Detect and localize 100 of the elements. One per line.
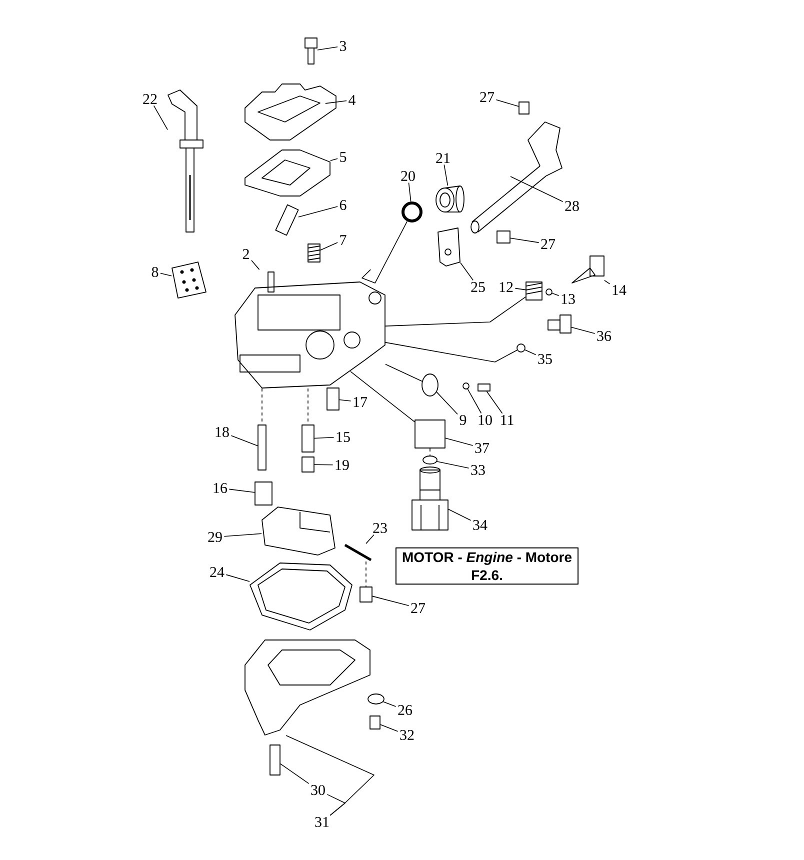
screw-drawing <box>548 314 572 334</box>
jet-drawing <box>270 744 280 776</box>
bracket-drawing <box>438 228 460 266</box>
assembly-line <box>350 371 415 422</box>
bushing-drawing <box>436 186 464 212</box>
leader-line <box>496 99 519 107</box>
callout-number: 7 <box>340 235 346 245</box>
leader-line <box>436 392 458 415</box>
plug-drawing <box>302 456 314 472</box>
callout-number: 4 <box>348 95 356 105</box>
leader-line <box>226 574 250 582</box>
callout-number: 3 <box>340 40 346 52</box>
leader-line <box>510 176 564 202</box>
ring-drawing <box>422 456 438 464</box>
callout-number: 30 <box>311 784 325 796</box>
callout-number: 18 <box>216 426 229 438</box>
leader-line <box>314 464 334 466</box>
leader-line <box>366 534 374 544</box>
block-drawing <box>414 420 446 448</box>
callout-number: 27 <box>541 239 556 249</box>
ring-drawing <box>546 288 552 296</box>
leader-line <box>317 46 338 50</box>
leader-line <box>314 437 334 439</box>
callout-number: 32 <box>400 730 414 740</box>
callout-number: 9 <box>460 414 466 426</box>
callout-number: 33 <box>471 464 485 476</box>
cylinder-drawing <box>412 466 448 530</box>
screw-drawing <box>478 384 490 392</box>
leader-line <box>372 596 410 606</box>
spring-drawing <box>308 244 320 262</box>
leader-line <box>330 158 338 162</box>
screw-drawing <box>360 586 372 602</box>
callout-number: 29 <box>208 532 222 542</box>
callout-number: 27 <box>411 603 426 613</box>
callout-number: 12 <box>500 282 513 292</box>
disc-drawing <box>422 374 438 396</box>
callout-number: 35 <box>538 354 552 364</box>
leader-line <box>467 388 482 414</box>
leader-line <box>325 100 347 104</box>
spring-drawing <box>526 282 542 300</box>
leader-line <box>436 461 470 468</box>
callout-number: 25 <box>471 282 485 292</box>
callout-number: 8 <box>152 266 158 278</box>
pin-drawing <box>344 544 372 562</box>
jet-drawing <box>302 424 314 452</box>
assembly-line <box>385 296 526 326</box>
leader-line <box>160 272 172 276</box>
callout-number: 16 <box>214 482 228 494</box>
leader-line <box>251 260 260 270</box>
nozzle-drawing <box>254 482 272 506</box>
callout-number: 27 <box>480 92 494 102</box>
leader-line <box>445 438 474 446</box>
callout-number: 36 <box>597 330 612 342</box>
leader-line <box>280 763 310 784</box>
leader-line <box>524 349 536 356</box>
leader-line <box>320 242 338 251</box>
pipe-drawing <box>168 90 204 232</box>
shaft-drawing <box>470 122 562 234</box>
carburetor-body-drawing <box>234 272 386 388</box>
screw-drawing <box>496 230 510 244</box>
callout-number: 22 <box>143 94 157 104</box>
leader-line <box>224 533 262 537</box>
leader-line <box>228 488 255 493</box>
screw-drawing <box>275 204 299 236</box>
callout-number: 15 <box>336 432 350 442</box>
float-drawing <box>262 506 336 556</box>
leader-line <box>604 280 610 284</box>
leader-line <box>571 326 596 334</box>
cover-plate-drawing <box>244 84 336 140</box>
callout-number: 13 <box>562 294 575 304</box>
callout-number: 14 <box>612 285 626 295</box>
assembly-line <box>362 220 408 284</box>
tube-drawing <box>258 424 266 470</box>
callout-number: 21 <box>436 153 450 163</box>
screw-drawing <box>304 38 318 64</box>
callout-number: 37 <box>475 442 490 454</box>
gasket-drawing <box>244 150 330 196</box>
leader-line <box>486 391 503 414</box>
callout-number: 10 <box>478 414 492 426</box>
leader-line <box>230 435 258 446</box>
gasket-drawing <box>250 562 352 630</box>
leader-line <box>408 182 412 202</box>
leader-line <box>298 206 338 218</box>
leader-line <box>514 288 526 290</box>
callout-number: 34 <box>473 520 488 530</box>
callout-number: 5 <box>340 152 346 162</box>
bowl-drawing <box>244 640 370 736</box>
screw-drawing <box>518 102 530 114</box>
callout-number: 6 <box>340 200 346 210</box>
callout-number: 2 <box>242 249 249 259</box>
leader-line <box>444 164 448 186</box>
leader-line <box>382 701 396 707</box>
leader-line <box>510 238 540 243</box>
callout-number: 28 <box>565 200 579 212</box>
ring-drawing <box>462 382 470 390</box>
ring-drawing <box>516 344 526 352</box>
callout-number: 20 <box>401 170 415 182</box>
leader-line <box>552 292 560 296</box>
leader-line <box>153 105 168 130</box>
leader-line <box>460 262 474 281</box>
